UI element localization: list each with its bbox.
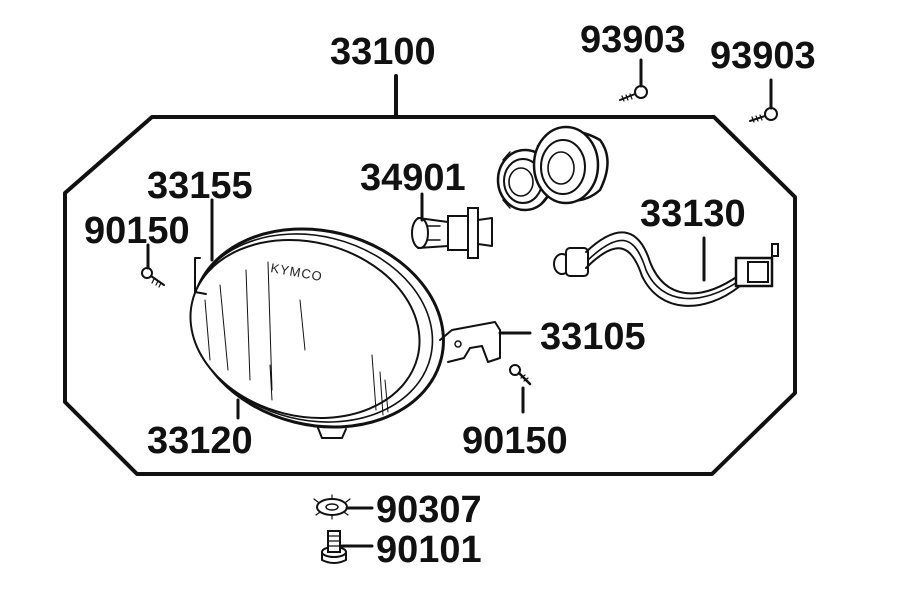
assembly-outline: [63, 115, 797, 476]
socket-harness-drawing: [553, 231, 779, 307]
bolt-drawing: [321, 530, 347, 564]
label-screw-top-left: 93903: [580, 19, 686, 61]
label-assembly: 33100: [330, 31, 436, 73]
label-screw-top-right: 93903: [710, 35, 816, 77]
label-lens-unit: 33120: [147, 420, 253, 462]
lens-unit-drawing: [189, 227, 501, 439]
label-bracket-right: 33105: [540, 316, 646, 358]
label-bracket-left: 33155: [147, 165, 253, 207]
bulb-drawing: [411, 207, 493, 259]
rubber-boot-drawing: [532, 125, 609, 205]
label-bulb: 34901: [360, 157, 466, 199]
screw-top-left-drawing: [619, 85, 648, 102]
label-bolt: 90101: [376, 529, 482, 571]
label-washer: 90307: [376, 489, 482, 531]
label-socket-harness: 33130: [640, 193, 746, 235]
washer-drawing: [313, 494, 351, 520]
label-screw-left: 90150: [84, 210, 190, 252]
screw-bottom-drawing: [509, 364, 532, 386]
label-screw-bottom: 90150: [462, 420, 568, 462]
screw-top-right-drawing: [749, 107, 778, 123]
screw-left-drawing: [141, 267, 165, 288]
